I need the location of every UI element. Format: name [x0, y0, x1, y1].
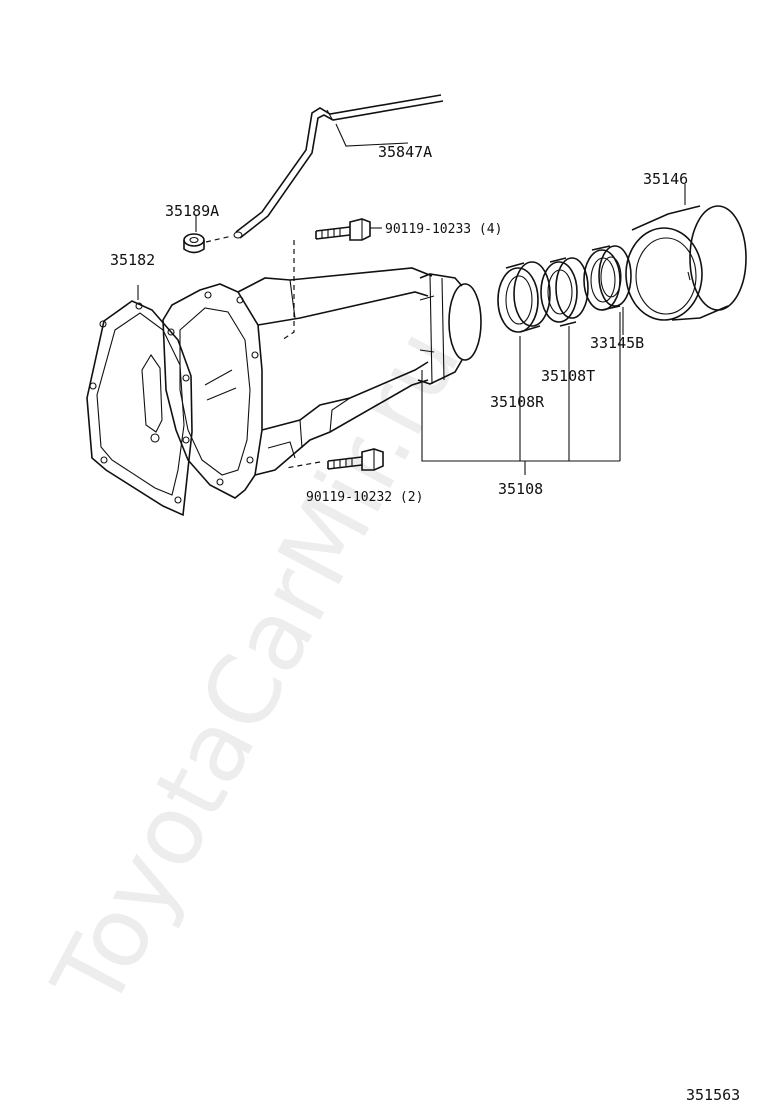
label-35108: 35108: [498, 480, 543, 498]
tube-drawing: [233, 94, 444, 239]
label-bolt-upper: 90119-10233 (4): [385, 222, 502, 237]
leader-lines: [195, 123, 686, 475]
upper-bolt-drawing: [315, 218, 382, 241]
extension-housing-drawing: [162, 240, 482, 499]
label-35108t: 35108T: [541, 367, 595, 385]
housing-ring-drawing: [625, 205, 747, 321]
gasket-drawing: [86, 285, 193, 517]
seal-ring-r-drawing: [497, 261, 551, 333]
label-33145b: 33145B: [590, 334, 644, 352]
label-35189a: 35189A: [165, 202, 219, 220]
label-35847a: 35847A: [378, 143, 432, 161]
label-35146: 35146: [643, 170, 688, 188]
figure-number: 351563: [686, 1086, 740, 1104]
label-bolt-lower: 90119-10232 (2): [306, 490, 423, 505]
nut-drawing: [183, 233, 233, 254]
seal-ring-t-drawing: [540, 257, 589, 327]
oil-seal-drawing: [583, 245, 632, 311]
lower-bolt-drawing: [327, 448, 384, 471]
label-35182: 35182: [110, 251, 155, 269]
label-35108r: 35108R: [490, 393, 545, 411]
